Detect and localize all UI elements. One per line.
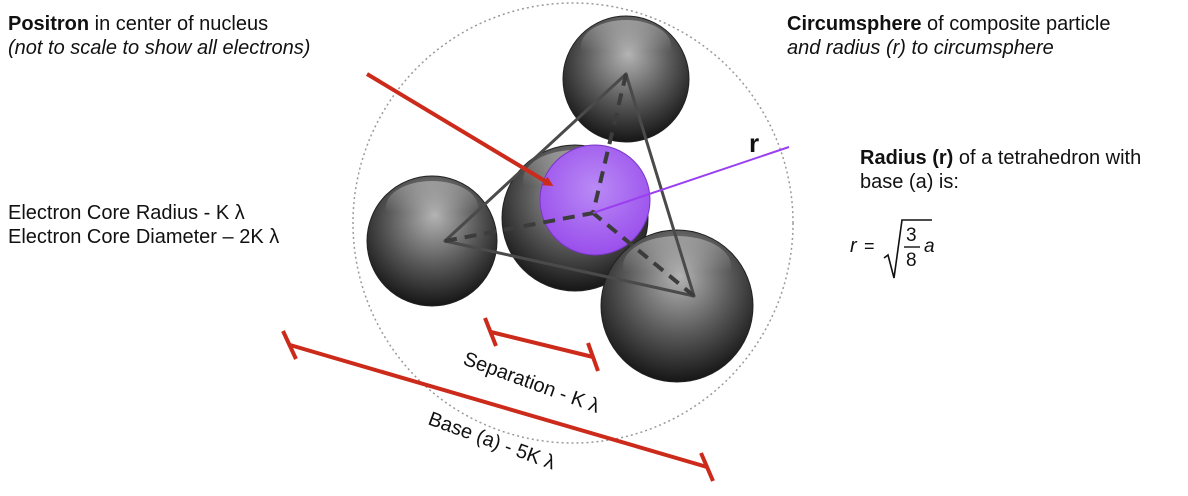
radius-desc: of a tetrahedron with <box>953 147 1142 169</box>
right-electron-sphere <box>600 229 754 383</box>
base-dimension <box>281 330 715 482</box>
circumsphere-desc: of composite particle <box>921 13 1111 35</box>
circumsphere-circle <box>352 2 794 444</box>
radius-formula: r = 3 8 a <box>850 219 935 279</box>
positron-arrow <box>365 72 554 187</box>
radius-desc-line2: base (a) is: <box>860 171 959 193</box>
tetrahedron-hidden-edges <box>444 73 696 298</box>
formula-variable: a <box>924 236 935 257</box>
positron-note: (not to scale to show all electrons) <box>8 37 311 59</box>
formula-equals: = <box>864 236 875 256</box>
circumsphere-note: and radius (r) to circumsphere <box>787 37 1054 59</box>
positron-annotation: Positron in center of nucleus (not to sc… <box>8 12 310 60</box>
electron-core-annotation: Electron Core Radius - K λ Electron Core… <box>8 201 279 249</box>
tetrahedron-edges <box>443 72 696 298</box>
separation-dimension <box>483 317 600 372</box>
formula-lhs: r <box>850 235 858 257</box>
radius-title: Radius (r) <box>860 147 954 169</box>
formula-numerator: 3 <box>906 225 917 246</box>
sqrt-sign <box>883 219 932 279</box>
core-radius-text: Electron Core Radius - K λ <box>8 202 245 224</box>
circumsphere-title: Circumsphere <box>787 13 922 35</box>
separation-label: Separation - K λ <box>460 348 602 418</box>
core-diameter-text: Electron Core Diameter – 2K λ <box>8 226 280 248</box>
circumsphere-annotation: Circumsphere of composite particle and r… <box>787 12 1110 60</box>
r-label: r <box>749 128 759 158</box>
formula-denominator: 8 <box>906 250 917 271</box>
radius-line <box>592 146 790 214</box>
radius-annotation: Radius (r) of a tetrahedron with base (a… <box>860 146 1141 194</box>
positron-desc: in center of nucleus <box>89 13 269 35</box>
left-electron-sphere <box>366 175 498 307</box>
positron-title: Positron <box>8 13 90 35</box>
